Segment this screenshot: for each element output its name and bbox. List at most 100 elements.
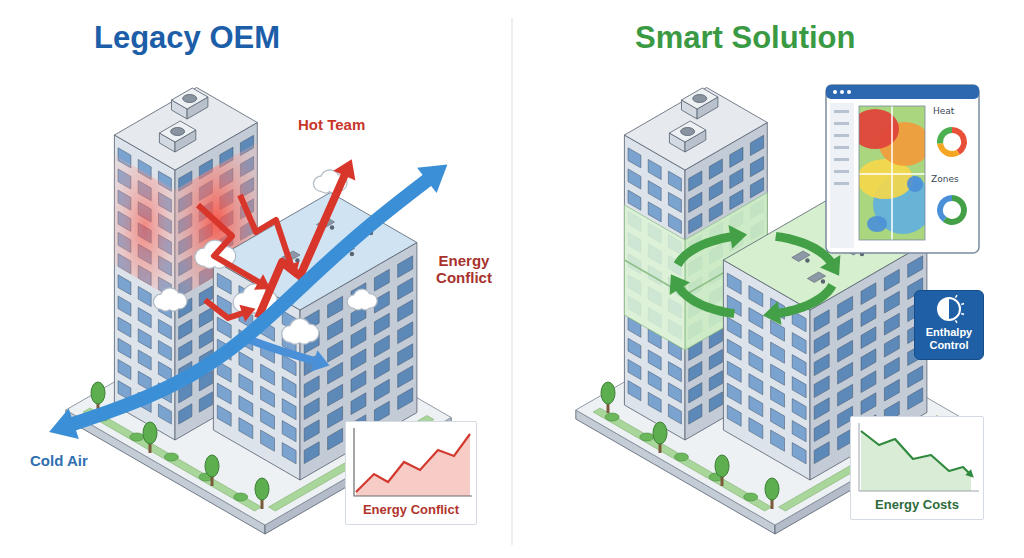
window — [374, 357, 389, 379]
bush — [744, 493, 758, 501]
window — [750, 157, 763, 177]
window — [351, 371, 366, 393]
donut-chart — [937, 195, 967, 225]
building-roof — [624, 88, 767, 171]
circulation-arrow — [678, 236, 735, 264]
dashboard-title-bar — [826, 85, 979, 99]
circulation-arrow — [776, 236, 833, 264]
heat-arrow — [258, 172, 346, 318]
window — [374, 269, 389, 291]
window — [749, 352, 763, 373]
chart-axis — [859, 423, 979, 491]
donut-segment — [937, 127, 952, 144]
menu-line — [834, 182, 849, 185]
window — [239, 352, 253, 373]
heat-spot — [867, 216, 887, 232]
heat-arrow-head — [239, 305, 255, 322]
badge-label: Enthalpy Control — [919, 326, 979, 352]
window — [398, 278, 413, 300]
window — [179, 404, 192, 424]
window — [814, 398, 829, 420]
cloud-puff — [353, 299, 364, 310]
menu-line — [834, 158, 849, 161]
bush — [605, 413, 619, 421]
tree-crown — [765, 478, 779, 500]
smoke-cloud — [282, 319, 318, 344]
window — [304, 420, 319, 442]
window — [328, 406, 343, 428]
window — [727, 273, 741, 294]
window — [908, 256, 923, 278]
window — [709, 350, 722, 370]
cloud-puff — [160, 299, 172, 311]
window — [398, 322, 413, 344]
cloud-puff — [353, 299, 364, 310]
window — [261, 430, 275, 451]
bush — [164, 453, 178, 461]
window — [138, 286, 151, 306]
window — [689, 171, 702, 191]
window — [668, 383, 681, 403]
heat-arrow — [205, 300, 246, 318]
fan-symbol — [183, 95, 197, 103]
window — [328, 362, 343, 384]
callout-label: Hot Team — [298, 116, 365, 133]
bush — [674, 453, 688, 461]
window — [118, 359, 131, 379]
window — [792, 443, 806, 464]
tree-crown — [143, 422, 157, 444]
window — [727, 405, 741, 426]
window — [814, 310, 829, 332]
window — [792, 377, 806, 398]
window-dot — [840, 90, 844, 94]
cloud-puff — [320, 181, 332, 193]
tree-crown — [205, 455, 219, 477]
window — [771, 342, 785, 363]
divider-line — [511, 18, 512, 545]
window — [239, 418, 253, 439]
window — [908, 366, 923, 388]
window — [709, 201, 722, 221]
window — [884, 291, 899, 313]
window — [709, 371, 722, 391]
chart-caption: Energy Costs — [855, 497, 979, 513]
window — [239, 374, 253, 395]
window — [749, 396, 763, 417]
panel-graphic — [825, 84, 980, 254]
window — [282, 399, 296, 420]
window — [689, 213, 702, 233]
window — [861, 283, 876, 305]
window-dot — [833, 90, 837, 94]
heatmap — [859, 106, 925, 240]
window — [727, 317, 741, 338]
window — [884, 335, 899, 357]
window — [158, 319, 171, 339]
window — [179, 340, 192, 360]
window — [628, 359, 641, 379]
window — [689, 383, 702, 403]
chart-panel: Energy Costs — [850, 416, 984, 520]
window — [838, 296, 853, 318]
window — [668, 404, 681, 424]
window — [771, 386, 785, 407]
circulation-arrow — [678, 285, 735, 313]
window — [628, 338, 641, 358]
callout-label: Energy Conflict — [424, 252, 504, 287]
window — [158, 404, 171, 424]
window — [118, 296, 131, 316]
window — [814, 442, 829, 464]
window — [374, 379, 389, 401]
window — [771, 364, 785, 385]
donut-segment — [952, 127, 967, 155]
circulation-arrow-head — [820, 255, 841, 276]
control-badge: Enthalpy Control — [914, 290, 984, 360]
cloud-puff — [288, 330, 301, 343]
cold-air-band-head — [417, 165, 447, 194]
window — [668, 362, 681, 382]
window — [328, 340, 343, 362]
bush — [234, 493, 248, 501]
donut-segment — [937, 195, 952, 222]
window — [398, 300, 413, 322]
window — [727, 339, 741, 360]
